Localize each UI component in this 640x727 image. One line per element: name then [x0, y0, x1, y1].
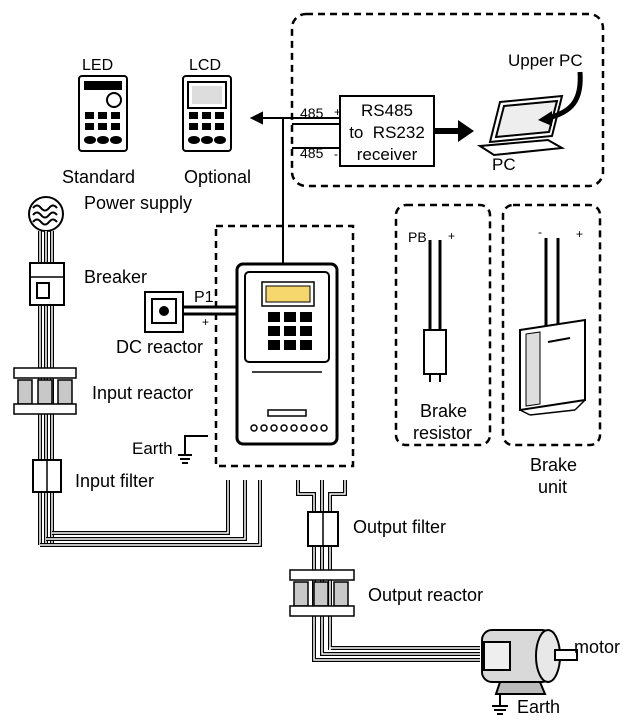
dc-reactor-label: DC reactor: [116, 337, 204, 357]
communication-box: [290, 12, 605, 188]
brake-resistor-line1: Brake: [420, 401, 468, 421]
earth-bottom-label: Earth: [517, 697, 561, 717]
brake-resistor-line2: resistor: [413, 423, 473, 443]
port-485-bottom-label: 485: [300, 145, 324, 161]
input-reactor-label: Input reactor: [92, 383, 194, 403]
port-485-top-label: 485: [300, 105, 324, 121]
brake-resistor-icon: [423, 240, 447, 382]
drive-box: [214, 224, 355, 468]
input-filter-label: Input filter: [75, 471, 155, 491]
pc-laptop-icon: [477, 94, 566, 157]
standard-label: Standard: [62, 167, 136, 187]
motor-icon: [481, 629, 578, 695]
dc-reactor-icon: [144, 291, 238, 333]
breaker-icon: [29, 262, 65, 306]
dc-plus-label: +: [202, 315, 210, 329]
output-filter-label: Output filter: [353, 517, 447, 537]
lcd-label: LCD: [189, 57, 222, 74]
pb-label: PB: [408, 229, 427, 245]
brake-unit-minus-label: -: [538, 225, 542, 239]
drive-unit-icon: [235, 262, 339, 446]
led-label: LED: [82, 57, 114, 74]
input-reactor-icon: [13, 367, 77, 415]
earth-bottom-icon: [492, 694, 508, 715]
port-minus-label: -: [334, 147, 338, 161]
pb-plus-label: +: [448, 229, 456, 243]
output-filter-icon: [307, 511, 339, 547]
brake-unit-icon: [519, 238, 586, 416]
rs485-line2: to RS232: [349, 123, 425, 142]
brake-unit-plus-label: +: [576, 227, 584, 241]
upper-pc-label: Upper PC: [508, 51, 583, 70]
earth-left-label: Earth: [132, 439, 173, 458]
pc-label: PC: [492, 155, 516, 174]
lcd-keypad-icon: [182, 75, 232, 152]
brake-unit-box: [501, 203, 602, 447]
power-supply-label: Power supply: [84, 193, 193, 213]
led-keypad-icon: [78, 75, 128, 152]
input-filter-icon: [32, 459, 62, 493]
motor-label: motor: [574, 637, 621, 657]
p1-label: P1: [194, 289, 214, 306]
power-supply-icon: [28, 196, 64, 232]
port-plus-label: +: [334, 105, 342, 119]
brake-unit-line1: Brake: [530, 455, 578, 475]
rs485-line3: receiver: [356, 145, 418, 164]
output-reactor-label: Output reactor: [368, 585, 484, 605]
brake-unit-line2: unit: [538, 477, 568, 497]
breaker-label: Breaker: [84, 267, 148, 287]
rs485-line1: RS485: [361, 101, 413, 120]
brake-resistor-box: [394, 203, 492, 447]
optional-label: Optional: [184, 167, 252, 187]
rs485-receiver-box: [339, 95, 435, 167]
output-reactor-icon: [289, 569, 355, 617]
earth-left-icon: [178, 435, 208, 464]
